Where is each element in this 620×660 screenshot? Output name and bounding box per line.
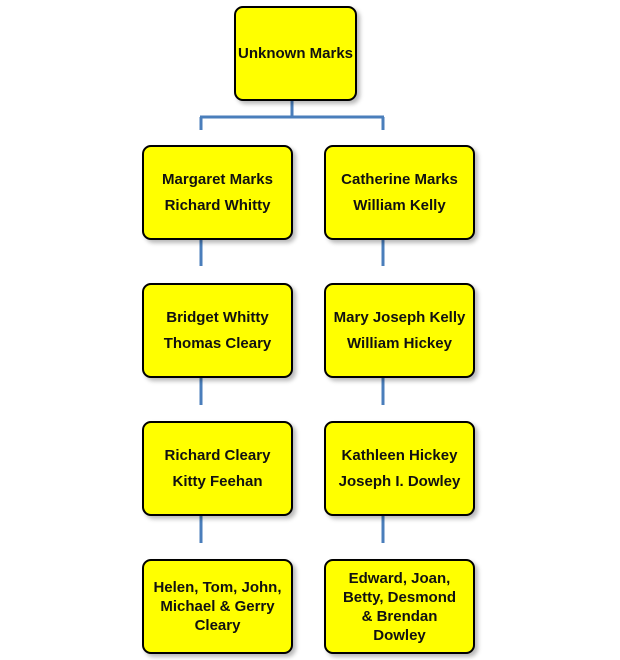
node-text: Catherine Marks — [341, 170, 458, 188]
node-right-gen2: Mary Joseph Kelly William Hickey — [324, 283, 475, 378]
node-text: William Hickey — [347, 334, 452, 352]
node-text: Helen, Tom, John, — [153, 579, 282, 596]
node-text: Joseph I. Dowley — [338, 472, 461, 490]
node-text: Bridget Whitty — [166, 308, 269, 326]
node-text: Richard Cleary — [164, 446, 271, 464]
node-text: Margaret Marks — [162, 170, 273, 188]
node-right-gen1: Catherine Marks William Kelly — [324, 145, 475, 240]
node-root: Unknown Marks — [234, 6, 357, 101]
node-text: Kathleen Hickey — [341, 446, 458, 464]
node-left-gen4: Helen, Tom, John, Michael & Gerry Cleary — [142, 559, 293, 654]
node-right-gen3: Kathleen Hickey Joseph I. Dowley — [324, 421, 475, 516]
node-text: William Kelly — [353, 196, 446, 214]
node-text: Michael & Gerry — [160, 598, 275, 615]
node-text: Cleary — [194, 617, 241, 634]
node-text: Betty, Desmond — [342, 588, 457, 606]
node-left-gen2: Bridget Whitty Thomas Cleary — [142, 283, 293, 378]
node-text: Thomas Cleary — [163, 334, 272, 352]
node-left-gen3: Richard Cleary Kitty Feehan — [142, 421, 293, 516]
node-text: Edward, Joan, — [348, 569, 451, 587]
node-text: Richard Whitty — [164, 196, 271, 214]
node-text: Unknown Marks — [237, 44, 354, 62]
node-text: & Brendan — [361, 607, 438, 625]
node-right-gen4: Edward, Joan, Betty, Desmond & Brendan D… — [324, 559, 475, 654]
node-left-gen1: Margaret Marks Richard Whitty — [142, 145, 293, 240]
node-text: Dowley — [373, 626, 426, 644]
node-text: Kitty Feehan — [172, 472, 263, 490]
node-text: Mary Joseph Kelly — [333, 308, 466, 326]
